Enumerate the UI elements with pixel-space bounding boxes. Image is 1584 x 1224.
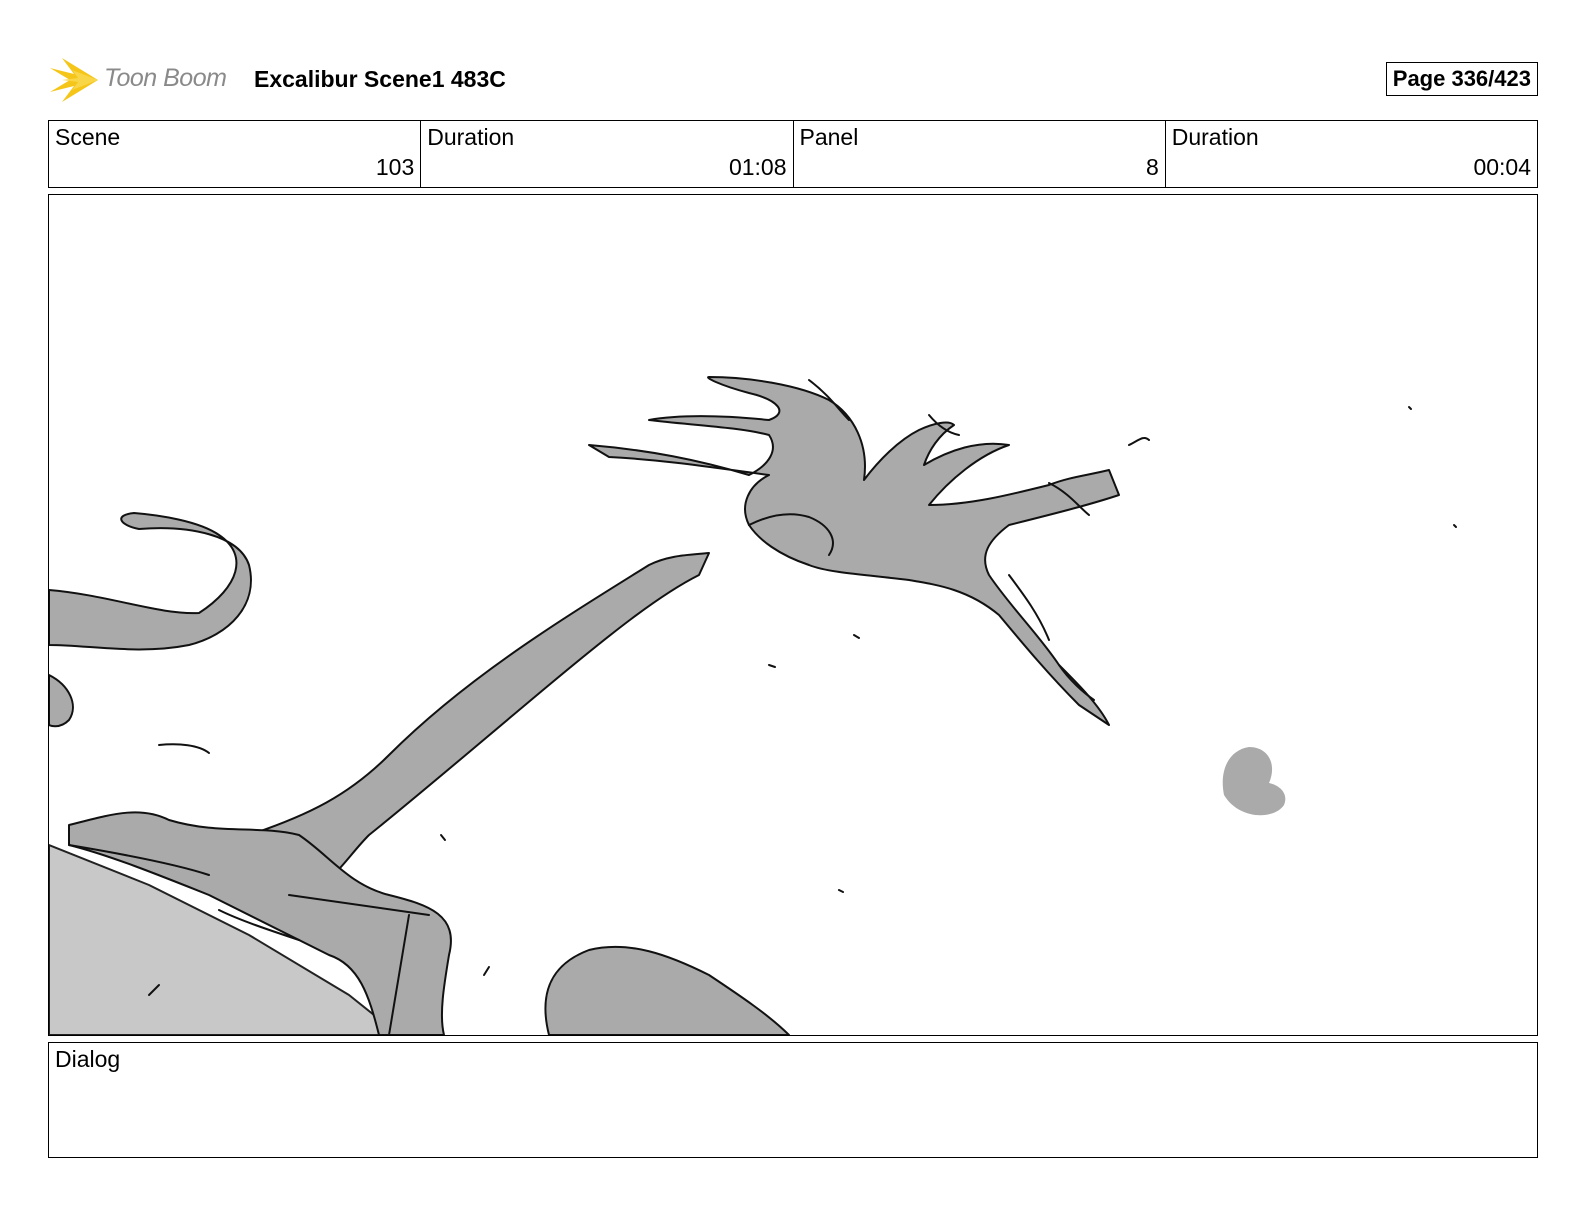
storyboard-sketch <box>49 376 1457 1035</box>
scene-duration-value: 01:08 <box>728 154 787 180</box>
dialog-label: Dialog <box>55 1046 121 1072</box>
logo-text: Toon Boom <box>104 64 227 92</box>
scene-label: Scene <box>55 124 121 150</box>
document-title: Excalibur Scene1 483C <box>254 66 506 92</box>
starburst-icon <box>50 58 98 102</box>
panel-value: 8 <box>1145 154 1159 180</box>
page-number: Page 336/423 <box>1385 62 1538 96</box>
panel-duration-value: 00:04 <box>1473 154 1531 180</box>
scene-value: 103 <box>375 154 415 180</box>
page-header: Toon Boom Excalibur Scene1 483C Page 336… <box>48 52 1538 108</box>
panel-cell: Panel 8 <box>794 121 1166 187</box>
panel-duration-label: Duration <box>1171 124 1259 150</box>
scene-duration-label: Duration <box>427 124 515 150</box>
panel-label: Panel <box>799 124 859 150</box>
toon-boom-logo: Toon Boom <box>48 52 248 108</box>
panel-duration-cell: Duration 00:04 <box>1166 121 1537 187</box>
scene-duration-cell: Duration 01:08 <box>421 121 794 187</box>
dialog-box: Dialog <box>48 1042 1538 1158</box>
scene-info-table: Scene 103 Duration 01:08 Panel 8 Duratio… <box>48 120 1538 188</box>
scene-cell: Scene 103 <box>49 121 422 187</box>
storyboard-panel <box>48 194 1538 1036</box>
